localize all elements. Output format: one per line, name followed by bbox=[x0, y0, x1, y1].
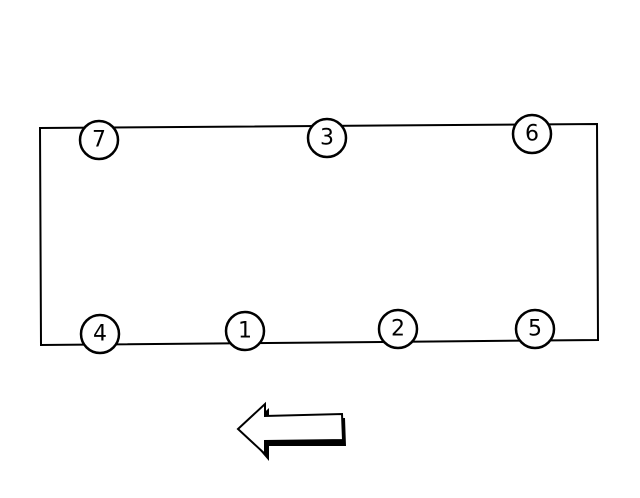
arrow-face bbox=[236, 401, 345, 457]
bolt-label: 7 bbox=[92, 128, 106, 153]
bolt-label: 4 bbox=[93, 322, 107, 347]
bolt-label: 3 bbox=[320, 126, 334, 151]
bolt-label: 6 bbox=[525, 122, 539, 147]
component-outline bbox=[38, 122, 600, 347]
bolt-7: 7 bbox=[78, 119, 120, 161]
bolt-1: 1 bbox=[224, 310, 266, 352]
bolt-5: 5 bbox=[514, 308, 556, 350]
direction-arrow-icon bbox=[236, 401, 346, 461]
bolt-label: 5 bbox=[528, 317, 542, 342]
bolt-3: 3 bbox=[306, 117, 348, 159]
bolt-2: 2 bbox=[377, 308, 419, 350]
bolt-label: 2 bbox=[391, 317, 405, 342]
bolt-label: 1 bbox=[238, 319, 252, 344]
bolt-4: 4 bbox=[79, 313, 121, 355]
bolt-6: 6 bbox=[511, 113, 553, 155]
